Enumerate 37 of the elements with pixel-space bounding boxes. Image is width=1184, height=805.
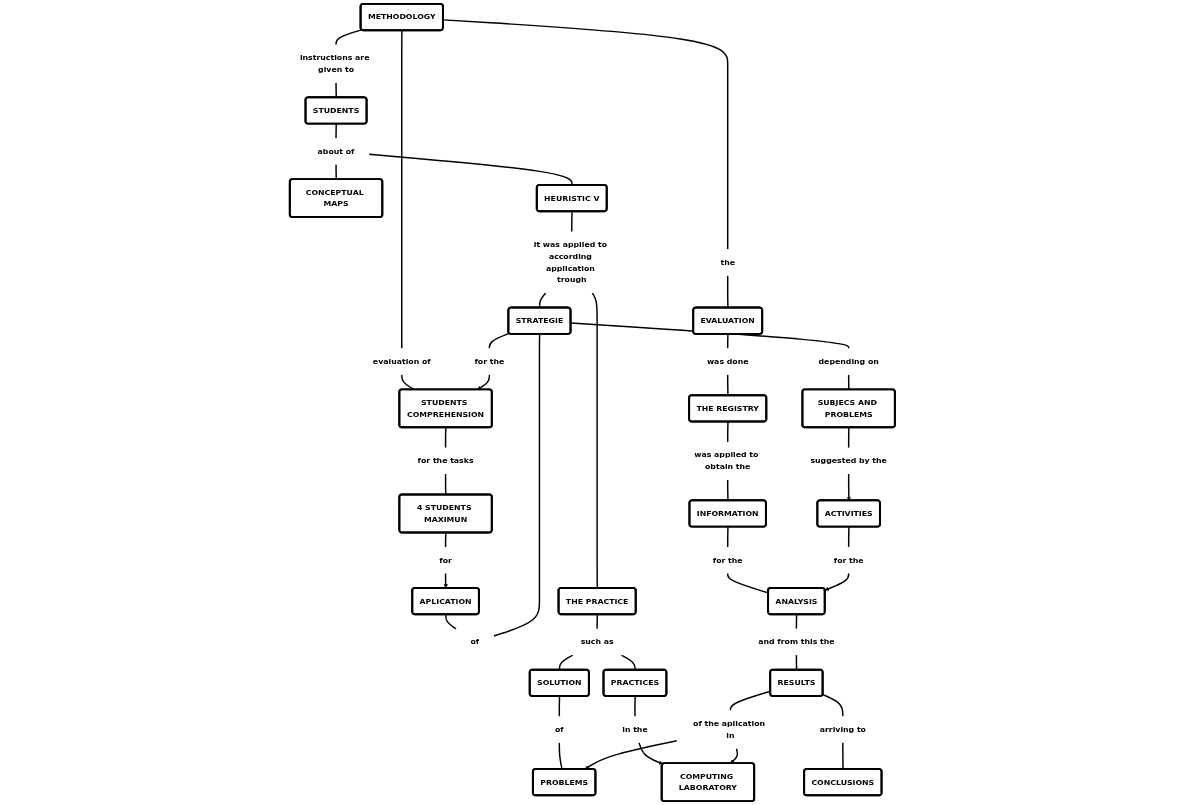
connector	[538, 292, 547, 309]
connector	[368, 153, 573, 186]
connector	[822, 693, 844, 718]
connector	[591, 292, 599, 589]
arrow	[846, 473, 851, 501]
connector	[726, 421, 729, 443]
connector	[596, 613, 599, 630]
connector	[335, 82, 338, 99]
connector	[445, 613, 457, 630]
connector	[558, 654, 574, 671]
arrow	[584, 740, 678, 770]
connector	[488, 332, 511, 350]
connector	[571, 210, 573, 233]
connector	[442, 19, 729, 250]
arrow	[443, 572, 448, 589]
connector	[444, 426, 447, 449]
connector	[726, 526, 729, 548]
connector	[842, 741, 844, 770]
connector	[847, 426, 850, 449]
connector	[558, 741, 563, 770]
connector	[444, 473, 447, 496]
connector	[335, 123, 338, 139]
connector	[335, 163, 338, 181]
connector	[847, 526, 850, 548]
connector	[401, 374, 415, 391]
connector	[620, 654, 636, 671]
arrow	[638, 741, 663, 765]
connector	[726, 479, 729, 502]
arrow	[477, 374, 491, 390]
connector	[335, 29, 363, 46]
connector	[726, 274, 729, 309]
connector	[726, 374, 729, 397]
arrow	[824, 572, 850, 591]
connector	[493, 333, 541, 637]
connector	[401, 29, 403, 350]
connector	[558, 695, 561, 718]
connector	[634, 695, 636, 718]
